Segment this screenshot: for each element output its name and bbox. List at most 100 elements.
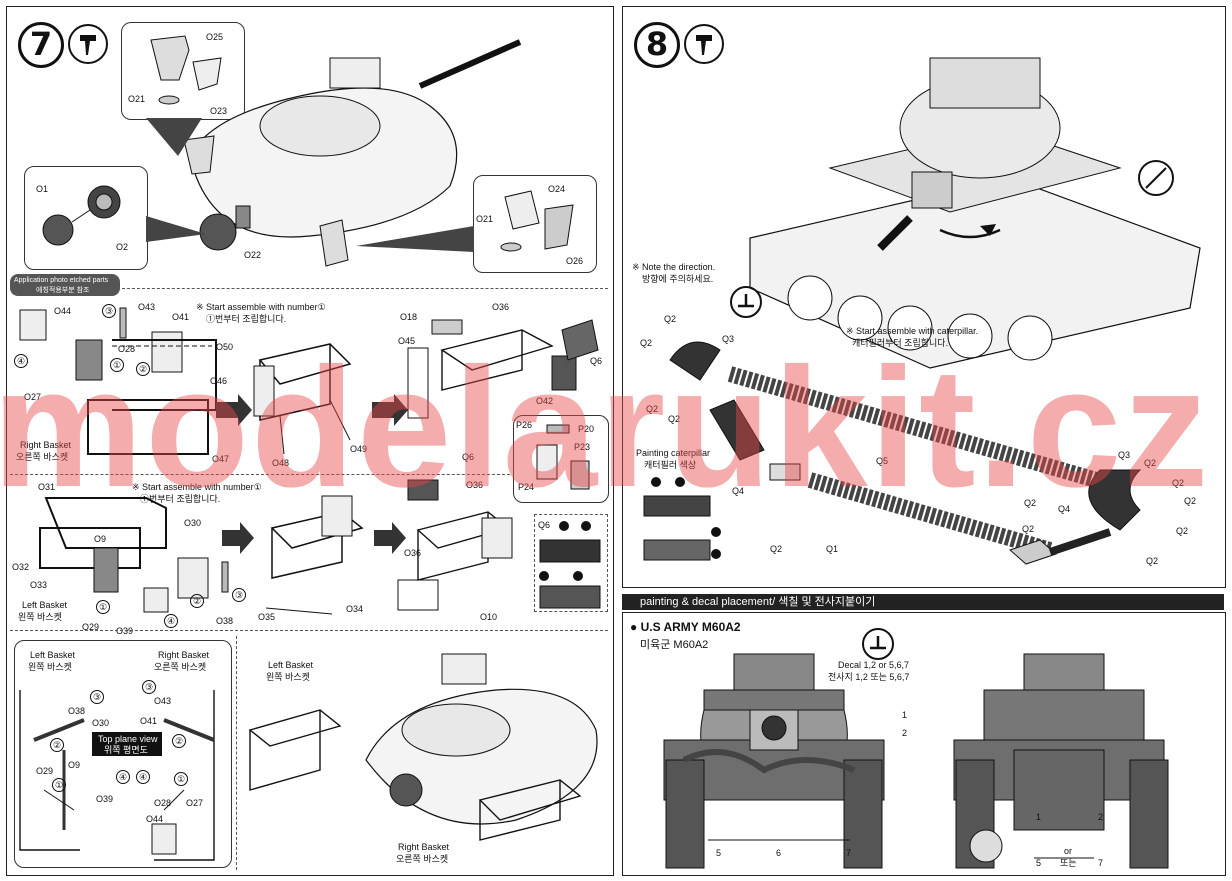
painting-section-title: painting & decal placement/ 색칠 및 전사지붙이기 [640, 596, 876, 608]
bp-o43: O43 [154, 696, 172, 706]
divider-3 [10, 630, 608, 631]
label-o22: O22 [244, 250, 262, 260]
c8-q2k: Q2 [1024, 498, 1037, 508]
start-note-1-kr: ①번부터 조립합니다. [206, 314, 287, 324]
part-p-drawing [536, 424, 590, 490]
label-o49: O49 [350, 444, 368, 454]
circled-1b: ① [96, 600, 110, 614]
decal-note-kr: 전사지 1,2 또는 5,6,7 [828, 672, 910, 682]
bp-circ-1a: ① [52, 778, 66, 792]
top-plane-label-box [92, 732, 162, 756]
glue-icon [68, 24, 108, 64]
c8-q3a: Q3 [722, 334, 735, 344]
top-plane-label-en: Top plane view [98, 734, 158, 744]
circled-3a: ③ [102, 304, 116, 318]
part-o25-drawing [150, 35, 222, 105]
c8-q2g: Q2 [1172, 478, 1185, 488]
label-o29: O29 [82, 622, 100, 632]
bottom-left-basket-en: Left Basket [30, 650, 76, 660]
glue-icon-2 [684, 24, 724, 64]
c8-q2d: Q2 [668, 414, 681, 424]
note-direction-kr: 방향에 주의하세요. [642, 274, 714, 284]
sub-box-o1 [24, 166, 148, 270]
callout-right-basket-en: Right Basket [398, 842, 450, 852]
label-o18: O18 [400, 312, 418, 322]
q6-track-drawing [539, 521, 601, 609]
tank-front-view [663, 653, 885, 869]
label-o33: O33 [30, 580, 48, 590]
label-o46: O46 [210, 376, 228, 386]
label-o2: O2 [116, 242, 129, 252]
label-o31: O31 [38, 482, 56, 492]
divider-2 [10, 474, 510, 475]
circled-3b: ③ [232, 588, 246, 602]
callout-left-basket-en: Left Basket [268, 660, 314, 670]
front-label-2: 2 [902, 728, 908, 738]
label-o25: O25 [206, 32, 224, 42]
c8-q2j: Q2 [1146, 556, 1159, 566]
army-title-en: ● U.S ARMY M60A2 [630, 620, 741, 634]
painting-section-bar: painting & decal placement/ 색칠 및 전사지붙이기 [622, 594, 1224, 610]
direction-icon [730, 286, 762, 318]
right-basket-label-kr: 오른쪽 바스켓 [16, 452, 69, 462]
start-note-1-en: ※ Start assemble with number① [196, 302, 326, 312]
bp-circ-2b: ② [172, 734, 186, 748]
label-o9: O9 [94, 534, 107, 544]
bp-o38: O38 [68, 706, 86, 716]
bp-o39: O39 [96, 794, 114, 804]
bp-o28: O28 [154, 798, 172, 808]
c8-q2c: Q2 [646, 404, 659, 414]
turret-drawing [183, 39, 522, 267]
circled-1a: ① [110, 358, 124, 372]
part-o1-o2-drawing [42, 185, 121, 246]
front-label-6: 6 [776, 848, 782, 858]
assembly-arrows-row2 [222, 522, 406, 554]
right-basket-assembled-drawing [407, 319, 599, 419]
left-basket-parts-drawing [39, 497, 229, 613]
rear-label-1: 1 [1036, 812, 1042, 822]
c8-q2f: Q2 [1144, 458, 1157, 468]
label-o48: O48 [272, 458, 290, 468]
front-label-7: 7 [846, 848, 852, 858]
label-o43: O43 [138, 302, 156, 312]
start-note-2-kr: ①번부터 조립합니다. [140, 494, 221, 504]
painting-caterpillar-en: Painting caterpillar [636, 448, 711, 458]
label-p23: P23 [574, 442, 591, 452]
note-caterpillar-kr: 캐터필러부터 조립합니다. [852, 338, 949, 348]
bp-circ-3a: ③ [90, 690, 104, 704]
label-o1: O1 [36, 184, 49, 194]
divider-1 [122, 288, 608, 289]
label-q6c: Q6 [538, 520, 551, 530]
step8-number: 8 [634, 22, 680, 68]
bp-circ-4b: ④ [136, 770, 150, 784]
label-o24: O24 [548, 184, 566, 194]
bp-o41: O41 [140, 716, 158, 726]
label-o39: O39 [116, 626, 134, 636]
label-o38: O38 [216, 616, 234, 626]
circled-2a: ② [136, 362, 150, 376]
c8-q2a: Q2 [664, 314, 677, 324]
label-p20: P20 [578, 424, 595, 434]
start-note-2-en: ※ Start assemble with number① [132, 482, 262, 492]
label-p26: P26 [516, 420, 533, 430]
note-direction-en: ※ Note the direction. [632, 262, 716, 272]
decal-icon [862, 628, 894, 660]
bottom-right-basket-en: Right Basket [158, 650, 210, 660]
photo-etched-note-kr: 에칭적용부분 참조 [36, 287, 90, 294]
top-plane-label-kr: 위쪽 평면도 [104, 745, 148, 755]
bottom-right-basket-kr: 오른쪽 바스켓 [154, 662, 207, 672]
label-o44: O44 [54, 306, 72, 316]
c8-q1: Q1 [826, 544, 839, 554]
part-o24-drawing [500, 190, 574, 252]
bp-o44: O44 [146, 814, 164, 824]
army-title-kr: 미육군 M60A2 [640, 639, 709, 651]
bp-o29: O29 [36, 766, 54, 776]
label-o45: O45 [398, 336, 416, 346]
c8-q5: Q5 [876, 456, 889, 466]
left-basket-label-kr: 왼쪽 바스켓 [18, 612, 62, 622]
tank-rear-view [953, 653, 1169, 869]
label-o36c: O36 [404, 548, 422, 558]
left-basket-label-en: Left Basket [22, 600, 68, 610]
c8-q4a: Q4 [732, 486, 745, 496]
label-p24: P24 [518, 482, 535, 492]
